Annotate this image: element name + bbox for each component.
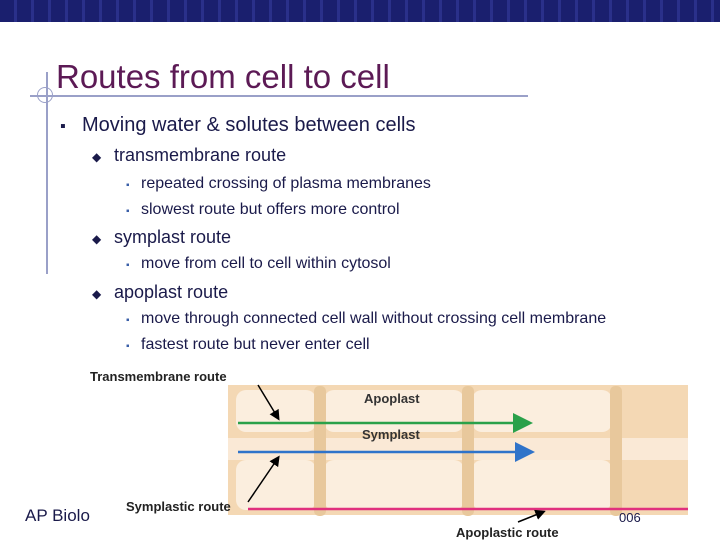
route-bullet-symplast: ◆ symplast route	[92, 227, 231, 248]
transport-routes-diagram: Transmembrane route Apoplast Symplast Sy…	[90, 369, 688, 540]
top-cell	[236, 390, 316, 432]
route-name: apoplast route	[114, 282, 229, 302]
footer-course-label: AP Biolo	[25, 506, 90, 525]
route-detail-text: move through connected cell wall without…	[141, 310, 607, 327]
route-detail-text: slowest route but offers more control	[141, 201, 400, 218]
route-bullet-apoplast: ◆ apoplast route	[92, 282, 228, 303]
route-detail: ▪ move from cell to cell within cytosol	[126, 255, 391, 273]
top-cell	[472, 390, 612, 432]
transmembrane-label: Transmembrane route	[90, 369, 227, 384]
title-underline	[30, 95, 528, 97]
apoplast-label: Apoplast	[364, 391, 420, 406]
square-bullet-icon: ▪	[126, 341, 130, 352]
square-bullet-icon: ▪	[126, 315, 130, 326]
route-bullet-transmembrane: ◆ transmembrane route	[92, 145, 286, 166]
transmembrane-pointer	[257, 384, 280, 421]
route-detail: ▪ move through connected cell wall withou…	[126, 310, 606, 328]
route-name: transmembrane route	[114, 145, 287, 165]
symplastic-pointer	[247, 455, 280, 503]
apoplastic-pointer	[517, 509, 546, 523]
bottom-cell	[324, 460, 464, 510]
route-detail: ▪ fastest route but never enter cell	[126, 336, 370, 354]
route-name: symplast route	[114, 227, 232, 247]
bottom-cell	[472, 460, 612, 510]
wall-junction	[610, 386, 622, 516]
square-bullet-icon: ▪	[126, 260, 130, 271]
diamond-bullet-icon: ◆	[92, 150, 102, 164]
footer-year: 006	[619, 510, 641, 525]
slide-title: Routes from cell to cell	[56, 58, 390, 95]
symplast-band	[228, 438, 688, 460]
route-detail-text: move from cell to cell within cytosol	[141, 255, 391, 272]
main-bullet-text: Moving water & solutes between cells	[82, 114, 416, 136]
apoplastic-label: Apoplastic route	[456, 525, 559, 540]
route-detail: ▪ repeated crossing of plasma membranes	[126, 175, 431, 193]
square-bullet-icon: ▪	[126, 206, 130, 217]
route-detail-text: repeated crossing of plasma membranes	[141, 175, 431, 192]
diamond-bullet-icon: ◆	[92, 232, 102, 246]
bottom-cell	[236, 460, 316, 510]
route-detail-text: fastest route but never enter cell	[141, 336, 370, 353]
main-bullet: ▪ Moving water & solutes between cells	[60, 114, 416, 137]
square-bullet-icon: ▪	[126, 180, 130, 191]
diamond-bullet-icon: ◆	[92, 287, 102, 301]
square-bullet-icon: ▪	[60, 118, 66, 135]
top-decorative-bar	[0, 0, 720, 22]
crosshair-icon	[37, 87, 53, 103]
top-cell	[324, 390, 464, 432]
vertical-rule	[46, 72, 48, 274]
symplast-label: Symplast	[362, 427, 420, 442]
symplastic-label: Symplastic route	[126, 499, 231, 514]
route-detail: ▪ slowest route but offers more control	[126, 201, 400, 219]
